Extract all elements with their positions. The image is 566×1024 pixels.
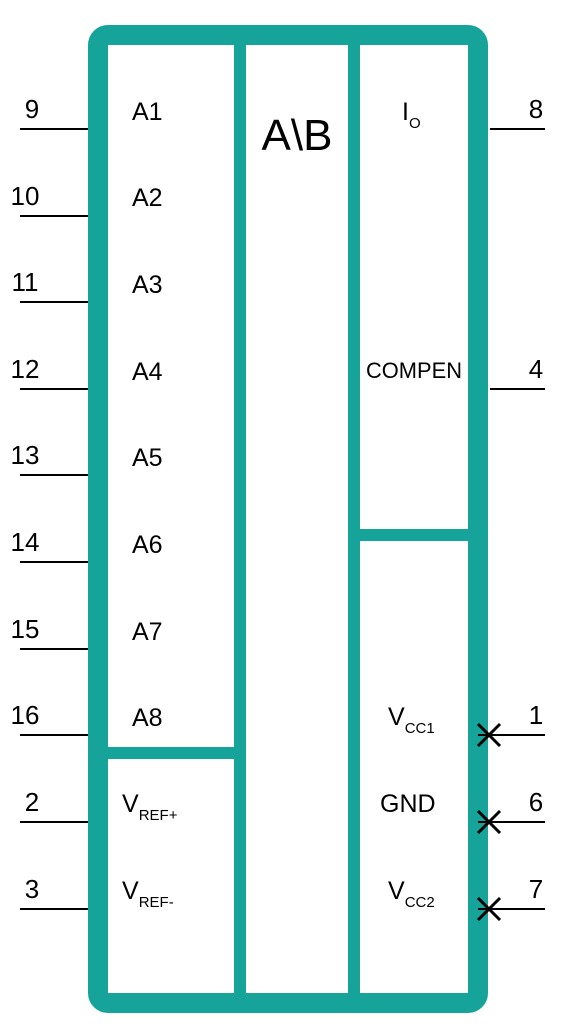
pin-label-vref-plus: VREF+ xyxy=(122,790,178,824)
ref-pin-group: 2 VREF+ 3 VREF- xyxy=(20,787,178,911)
pin-number-a6: 14 xyxy=(11,527,40,557)
pin-number-vcc1: 1 xyxy=(529,700,543,730)
pin-label-a4: A4 xyxy=(132,358,163,386)
pin-number-a1: 9 xyxy=(25,94,39,124)
pin-number-io: 8 xyxy=(529,94,543,124)
pin-label-vcc2: VCC2 xyxy=(388,877,435,911)
pin-label-gnd: GND xyxy=(380,790,436,818)
pin-label-compen: COMPEN xyxy=(366,358,462,383)
pin-number-a2: 10 xyxy=(11,181,40,211)
pin-number-a5: 13 xyxy=(11,440,40,470)
pin-label-a5: A5 xyxy=(132,444,163,472)
pin-label-a8: A8 xyxy=(132,704,163,732)
pin-number-a4: 12 xyxy=(11,354,40,384)
pin-number-vref-minus: 3 xyxy=(25,874,39,904)
pin-label-a1: A1 xyxy=(132,98,163,126)
pin-number-vcc2: 7 xyxy=(529,874,543,904)
pin-number-vref-plus: 2 xyxy=(25,787,39,817)
pin-label-vcc1: VCC1 xyxy=(388,703,435,737)
x-mark-icon xyxy=(476,896,502,922)
pin-label-a2: A2 xyxy=(132,184,163,212)
pin-number-a8: 16 xyxy=(11,700,40,730)
right-pin-group: 8 IO 4 COMPEN xyxy=(366,94,545,390)
power-pin-group: 1 VCC1 6 GND 7 VCC2 xyxy=(380,700,545,922)
block-label: A\B xyxy=(262,111,333,160)
pin-label-a6: A6 xyxy=(132,531,163,559)
pin-number-a7: 15 xyxy=(11,614,40,644)
pin-label-a3: A3 xyxy=(132,271,163,299)
x-mark-icon xyxy=(476,722,502,748)
pin-number-compen: 4 xyxy=(529,354,543,384)
pin-label-vref-minus: VREF- xyxy=(122,877,174,911)
component-frame xyxy=(88,25,488,1013)
left-pin-group: 9 A1 10 A2 11 A3 12 A4 13 A5 14 A6 15 A7… xyxy=(11,94,163,736)
pin-number-a3: 11 xyxy=(12,267,39,297)
pin-number-gnd: 6 xyxy=(529,787,543,817)
pin-label-io: IO xyxy=(402,98,421,132)
x-mark-icon xyxy=(476,809,502,835)
pin-label-a7: A7 xyxy=(132,618,163,646)
